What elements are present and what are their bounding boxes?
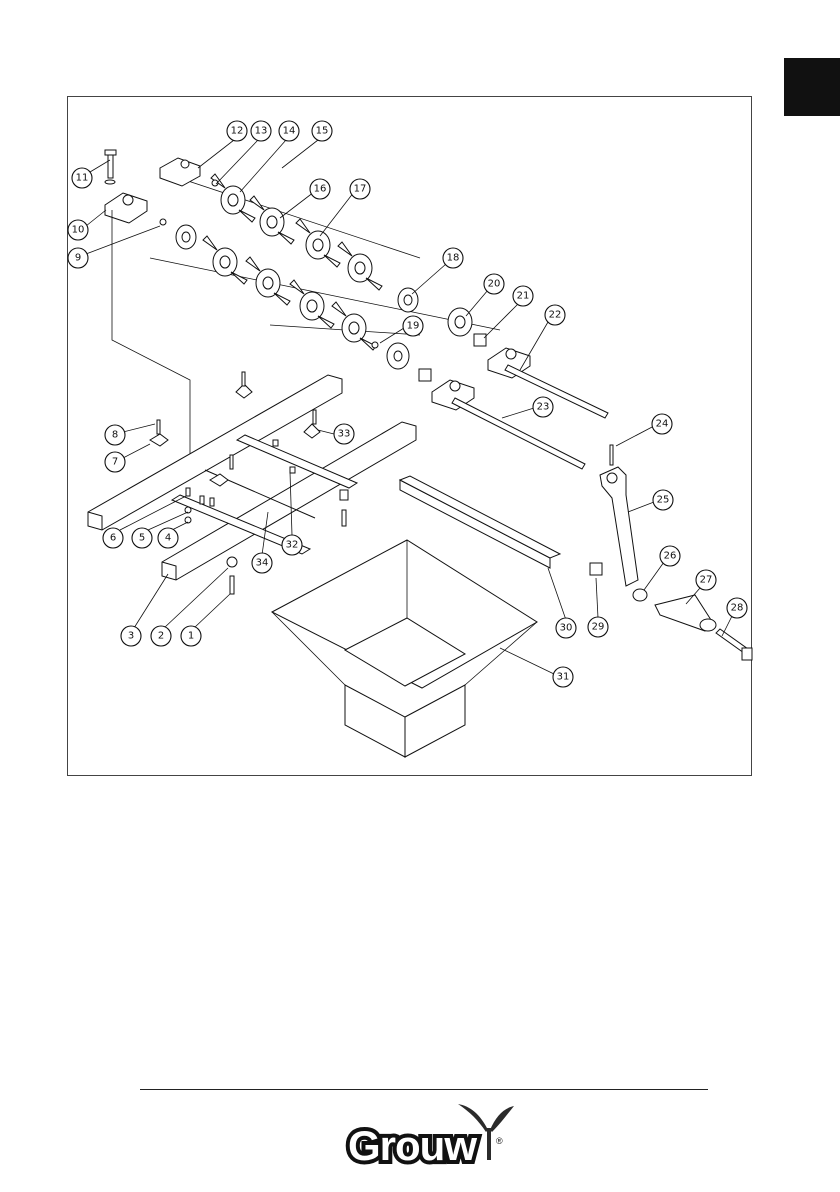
callout-31: 31 bbox=[500, 648, 573, 687]
svg-text:19: 19 bbox=[407, 321, 420, 332]
callout-19: 19 bbox=[380, 316, 423, 343]
svg-text:3: 3 bbox=[128, 631, 134, 642]
svg-text:7: 7 bbox=[112, 457, 118, 468]
svg-text:33: 33 bbox=[338, 429, 351, 440]
svg-text:18: 18 bbox=[447, 253, 460, 264]
svg-text:8: 8 bbox=[112, 430, 118, 441]
callout-1: 1 bbox=[181, 594, 230, 646]
svg-text:9: 9 bbox=[75, 253, 81, 264]
callout-33: 33 bbox=[318, 424, 354, 444]
svg-text:28: 28 bbox=[731, 603, 744, 614]
handle-27 bbox=[655, 595, 716, 631]
frame-rails bbox=[88, 375, 416, 580]
bolt-28 bbox=[716, 629, 752, 660]
svg-text:10: 10 bbox=[72, 225, 85, 236]
callout-8: 8 bbox=[105, 424, 155, 445]
crank-arm-25 bbox=[600, 445, 638, 586]
callout-30: 30 bbox=[548, 568, 576, 638]
svg-text:29: 29 bbox=[592, 622, 605, 633]
svg-text:32: 32 bbox=[286, 540, 299, 551]
callout-28: 28 bbox=[722, 598, 747, 636]
svg-text:4: 4 bbox=[165, 533, 171, 544]
callout-29: 29 bbox=[588, 578, 608, 637]
svg-text:2: 2 bbox=[158, 631, 164, 642]
svg-text:1: 1 bbox=[188, 631, 194, 642]
svg-text:26: 26 bbox=[664, 551, 677, 562]
footer-rule bbox=[140, 1089, 708, 1090]
logo-wordmark: Grouw bbox=[348, 1122, 477, 1169]
callout-24: 24 bbox=[616, 414, 672, 446]
callout-18: 18 bbox=[412, 248, 463, 294]
svg-text:17: 17 bbox=[354, 184, 367, 195]
registered-mark: ® bbox=[496, 1136, 503, 1146]
callout-25: 25 bbox=[628, 490, 673, 512]
callout-12: 12 bbox=[198, 121, 247, 168]
svg-text:13: 13 bbox=[255, 126, 268, 137]
callout-27: 27 bbox=[686, 570, 716, 604]
svg-text:34: 34 bbox=[256, 558, 269, 569]
svg-text:6: 6 bbox=[110, 533, 116, 544]
callout-11: 11 bbox=[72, 160, 110, 188]
svg-text:11: 11 bbox=[76, 173, 89, 184]
callout-7: 7 bbox=[105, 444, 150, 472]
nut-29 bbox=[590, 563, 602, 575]
svg-text:21: 21 bbox=[517, 291, 530, 302]
washer-26 bbox=[633, 589, 647, 601]
callout-26: 26 bbox=[644, 546, 680, 590]
svg-text:30: 30 bbox=[560, 623, 573, 634]
shaft-23 bbox=[452, 398, 585, 469]
svg-text:27: 27 bbox=[700, 575, 713, 586]
shaft-22 bbox=[505, 365, 608, 418]
svg-text:22: 22 bbox=[549, 310, 562, 321]
callout-4: 4 bbox=[158, 522, 188, 548]
grouw-logo: Grouw ® bbox=[330, 1094, 520, 1174]
svg-text:14: 14 bbox=[283, 126, 296, 137]
svg-text:24: 24 bbox=[656, 419, 669, 430]
hopper-31 bbox=[272, 540, 537, 757]
svg-text:5: 5 bbox=[139, 533, 145, 544]
svg-text:25: 25 bbox=[657, 495, 670, 506]
svg-text:23: 23 bbox=[537, 402, 550, 413]
callout-23: 23 bbox=[502, 397, 553, 418]
assembly-leader-line bbox=[112, 210, 190, 465]
callout-10: 10 bbox=[68, 210, 106, 240]
bearing-block-12-group bbox=[160, 158, 200, 186]
callout-20: 20 bbox=[466, 274, 504, 316]
callout-16: 16 bbox=[280, 179, 330, 218]
bearing-block-10 bbox=[105, 193, 147, 223]
svg-text:16: 16 bbox=[314, 184, 327, 195]
svg-text:20: 20 bbox=[488, 279, 501, 290]
bolt-11 bbox=[105, 150, 116, 184]
cutter-wheels bbox=[160, 174, 486, 381]
svg-text:15: 15 bbox=[316, 126, 329, 137]
svg-text:31: 31 bbox=[557, 672, 570, 683]
svg-text:12: 12 bbox=[231, 126, 244, 137]
